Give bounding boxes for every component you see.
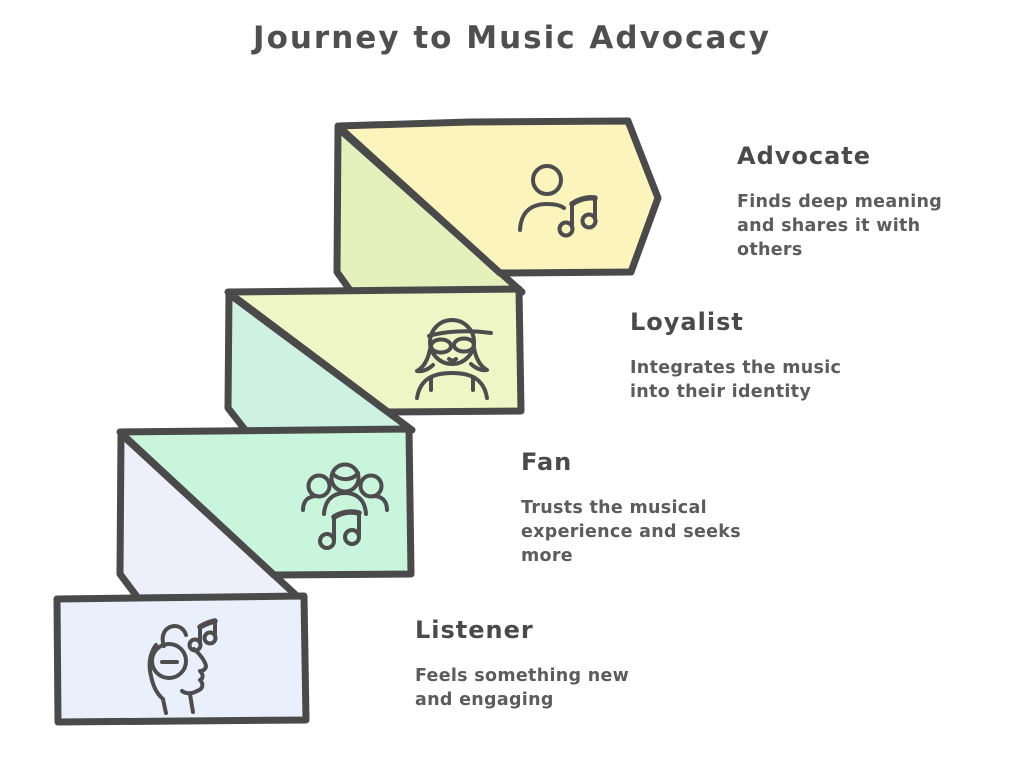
description-line: and shares it with (737, 216, 921, 236)
stage-advocate-title: Advocate (737, 142, 872, 170)
description-line: Finds deep meaning (737, 192, 943, 212)
stage-listener-description: Feels something new and engaging (415, 664, 645, 712)
listener-headphones-icon (147, 618, 218, 715)
description-line: Integrates the music (630, 358, 842, 378)
description-line: into their identity (630, 382, 812, 402)
stage-loyalist-text: Loyalist Integrates the music into their… (630, 308, 860, 404)
stage-fan-description: Trusts the musical experience and seeks … (521, 496, 751, 568)
advocate-person-icon (518, 164, 598, 238)
description-line: Feels something new (415, 666, 630, 686)
description-line: Trusts the musical (521, 498, 707, 518)
description-line: experience and seeks (521, 522, 741, 542)
listener-band (53, 592, 310, 726)
fan-group-icon (301, 462, 389, 550)
page-title: Journey to Music Advocacy (253, 20, 771, 56)
stage-advocate-text: Advocate Finds deep meaning and shares i… (737, 142, 967, 262)
stage-advocate-description: Finds deep meaning and shares it with ot… (737, 190, 967, 262)
stage-listener-text: Listener Feels something new and engagin… (415, 616, 645, 712)
description-line: more (521, 546, 573, 566)
stage-listener-title: Listener (415, 616, 534, 644)
stage-loyalist-description: Integrates the music into their identity (630, 356, 860, 404)
description-line: and engaging (415, 690, 554, 710)
stage-fan-title: Fan (521, 448, 573, 476)
advocate-band (334, 117, 662, 277)
description-line: others (737, 240, 803, 260)
stage-fan-text: Fan Trusts the musical experience and se… (521, 448, 751, 568)
stage-loyalist-title: Loyalist (630, 308, 744, 336)
loyalist-person-icon (415, 318, 493, 400)
